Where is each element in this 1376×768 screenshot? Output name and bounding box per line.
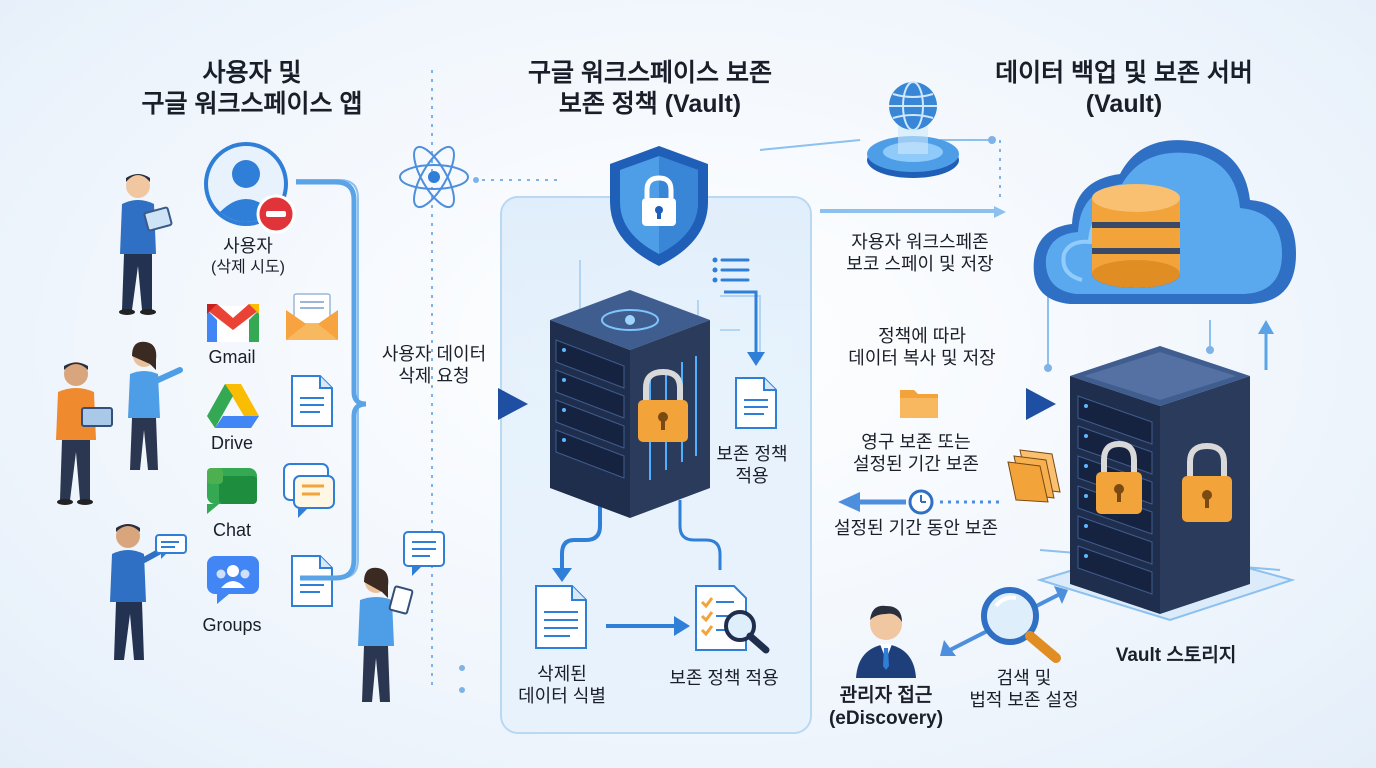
- app-label-gmail: Gmail: [208, 347, 256, 367]
- groups-icon: [207, 556, 259, 604]
- floating-document-icon: [403, 531, 445, 576]
- user-sublabel-text: (삭제 시도): [211, 258, 285, 276]
- person-with-tablet-icon: [119, 174, 173, 315]
- remove-badge-icon: [256, 194, 296, 234]
- chat-icon: [207, 468, 257, 514]
- folder-icon: [900, 390, 938, 418]
- delete-request-label: 사용자 데이터 삭제 요청: [382, 344, 486, 388]
- magnifier-icon: [981, 587, 1061, 663]
- stacked-files-icon: [1007, 449, 1061, 503]
- drive-icon: [207, 384, 259, 428]
- vault-storage-label: Vault 스토리지: [1115, 645, 1237, 666]
- document-icon-2: [291, 555, 333, 607]
- app-label-drive: Drive: [210, 433, 254, 453]
- search-legal-line-1: 검색 및: [996, 668, 1052, 688]
- search-legal-label: 검색 및 법적 보존 설정: [969, 668, 1078, 712]
- chat-bubble-icon: [155, 534, 187, 559]
- apply-policy-server-line-2: 적용: [735, 465, 769, 486]
- copy-store-line-2: 데이터 복사 및 저장: [848, 347, 996, 368]
- period-retention-label: 설정된 기간 동안 보존: [833, 518, 999, 538]
- right-title-line-2: (Vault): [1085, 89, 1163, 118]
- clock-icon: [908, 489, 934, 515]
- chat-message-icon: [283, 463, 335, 518]
- left-title-line-1: 사용자 및: [202, 59, 302, 87]
- cloud-database-icon: [1033, 140, 1296, 304]
- checklist-search-icon: [695, 585, 770, 654]
- copy-store-line-1: 정책에 따라: [878, 326, 966, 346]
- left-column-title: 사용자 및 구글 워크스페이스 앱: [142, 58, 363, 119]
- deleted-identify-line-2: 데이터 식별: [518, 685, 606, 706]
- person-with-laptop-icon: [56, 362, 113, 505]
- search-legal-line-2: 법적 보존 설정: [969, 689, 1079, 710]
- shield-lock-icon: [610, 146, 708, 266]
- app-label-groups: Groups: [202, 615, 262, 635]
- right-column-title: 데이터 백업 및 보존 서버 (Vault): [995, 58, 1253, 119]
- middle-column-title: 구글 워크스페이스 보존 보존 정책 (Vault): [528, 58, 772, 119]
- vault-server-rack-icon: [1070, 346, 1250, 614]
- delete-request-line-1: 사용자 데이터: [381, 344, 487, 364]
- deleted-identify-label: 삭제된 데이터 식별: [518, 664, 606, 708]
- gmail-icon: [207, 304, 259, 342]
- person-with-chat-icon: [110, 524, 169, 660]
- person-woman-with-paper-icon: [358, 567, 414, 702]
- document-icon: [291, 375, 333, 427]
- admin-avatar-icon: [856, 605, 916, 678]
- workspace-store-line-1: 자용자 워크스페존: [851, 232, 989, 252]
- user-label: 사용자 (삭제 시도): [211, 236, 285, 277]
- admin-access-label: 관리자 접근 (eDiscovery): [829, 684, 943, 730]
- workspace-store-line-2: 보코 스페이 및 저장: [846, 253, 994, 274]
- app-label-chat: Chat: [212, 520, 252, 540]
- apply-policy-server-label: 보존 정책 적용: [716, 444, 787, 488]
- retention-line-1: 영구 보존 또는: [861, 432, 971, 452]
- delete-request-line-2: 삭제 요청: [398, 365, 470, 386]
- policy-list-icon: [712, 257, 750, 283]
- admin-access-line-2: (eDiscovery): [828, 708, 944, 730]
- apply-policy-server-line-1: 보존 정책: [716, 444, 788, 464]
- middle-title-line-2: 보존 정책 (Vault): [558, 89, 742, 118]
- copy-store-label: 정책에 따라 데이터 복사 및 저장: [848, 326, 995, 370]
- user-label-text: 사용자: [223, 236, 273, 256]
- left-title-line-2: 구글 워크스페이스 앱: [141, 89, 363, 118]
- envelope-icon: [286, 293, 338, 340]
- retention-label: 영구 보존 또는 설정된 기간 보존: [853, 432, 979, 476]
- middle-title-line-1: 구글 워크스페이스 보존: [528, 59, 772, 87]
- globe-platform-icon: [867, 81, 959, 178]
- deleted-identify-line-1: 삭제된: [537, 664, 587, 684]
- person-woman-gesturing-icon: [128, 341, 183, 470]
- right-title-line-1: 데이터 백업 및 보존 서버: [995, 59, 1253, 87]
- apply-policy-bottom-label: 보존 정책 적용: [669, 668, 779, 688]
- atom-icon: [399, 145, 469, 209]
- admin-access-line-1: 관리자 접근: [839, 685, 933, 706]
- policy-document-icon: [735, 377, 777, 429]
- deleted-data-document-icon: [535, 585, 587, 649]
- workspace-store-label: 자용자 워크스페존 보코 스페이 및 저장: [846, 232, 993, 276]
- retention-line-2: 설정된 기간 보존: [853, 453, 979, 474]
- policy-server-icon: [550, 290, 710, 518]
